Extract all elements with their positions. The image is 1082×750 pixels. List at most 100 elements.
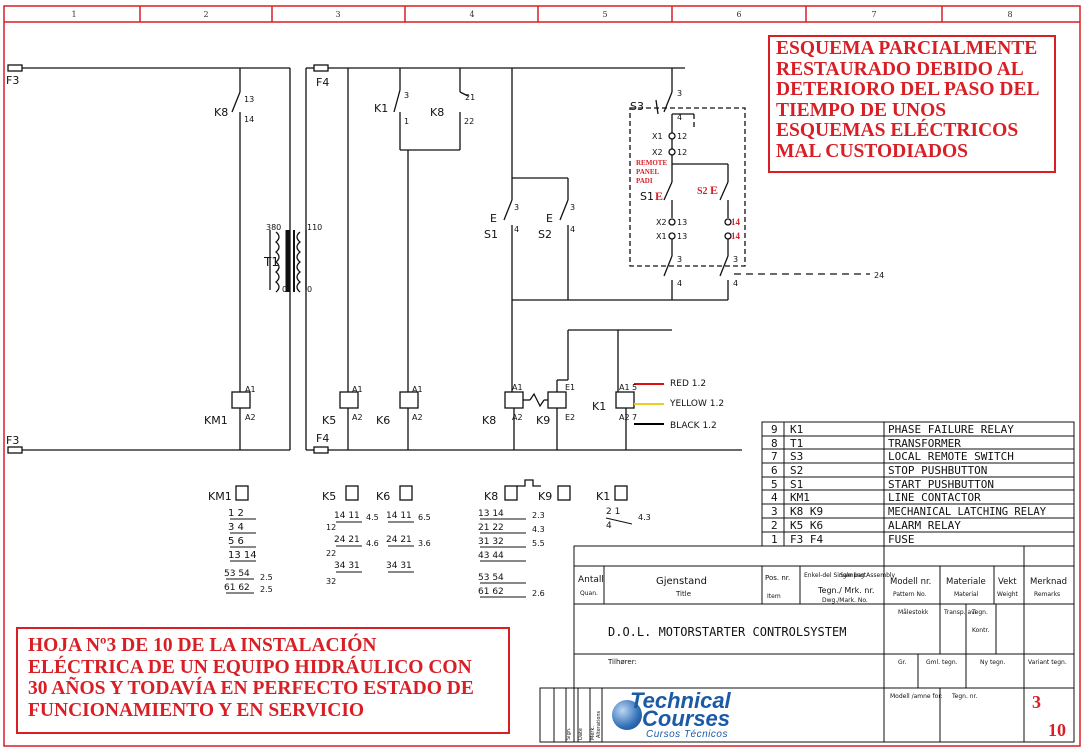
parts-row-9-pos: 9 [771,423,778,436]
label-x1-12-n: 12 [677,132,687,141]
summary-k5-1: 14 11 [334,511,360,521]
summary-km1-s1: 2.5 [260,573,273,582]
summary-k8-2: 21 22 [478,523,504,533]
parts-row-4-pos: 4 [771,491,778,504]
summary-k8-s2: 4.3 [532,525,545,534]
summary-k5-s1: 4.5 [366,513,379,522]
summary-km1-5: 53 54 [224,569,250,579]
parts-row-9-item: K1 [790,423,803,436]
sheet-total: 10 [1048,720,1066,740]
label-s3-out-3a: 3 [677,255,682,264]
parts-row-8-pos: 8 [771,437,778,450]
tb-tilhorer: Tilhører: [607,658,637,666]
summary-k8-5: 53 54 [478,573,504,583]
label-f4-top: F4 [316,76,329,89]
coil-k5 [339,391,359,409]
label-k1c-7: 7 [632,413,637,422]
column-4: 4 [469,10,474,19]
label-s2-3: 3 [570,203,575,212]
label-24: 24 [874,271,884,280]
logo-line-2: Courses [642,706,731,731]
summary-km1: KM1 [208,490,232,503]
label-km1-a2: A2 [245,413,256,422]
column-5: 5 [602,10,607,19]
summary-k6-1: 14 11 [386,511,412,521]
label-s3-4: 4 [677,113,682,122]
note-bottom-line-1: HOJA Nº3 DE 10 DE LA INSTALACIÓN [28,635,377,656]
parts-row-4-title: LINE CONTACTOR [888,491,981,504]
coil-k6 [399,391,419,409]
label-s1-remote-e: E [655,189,663,203]
label-f4-bottom: F4 [316,432,329,445]
label-km1: KM1 [204,414,228,427]
label-k8c-a2: A2 [512,413,523,422]
label-s3-3: 3 [677,89,682,98]
summary-k8-4: 43 44 [478,551,504,561]
tb-ny: Ny tegn. [980,659,1006,666]
sheet-number: 3 [1032,692,1041,712]
summary-k5-s3: 12 [326,523,336,532]
label-k9: K9 [536,414,550,427]
restoration-note: ESQUEMA PARCIALMENTE RESTAURADO DEBIDO A… [768,35,1056,173]
parts-row-7-pos: 7 [771,450,778,463]
summary-km1-4: 13 14 [228,550,257,561]
right-supply [305,64,870,454]
label-x1-12: X1 [652,132,663,141]
label-s2-4: 4 [570,225,575,234]
coil-k9 [547,391,567,409]
tb-kontr: Kontr. [972,627,989,634]
parts-row-7-title: LOCAL REMOTE SWITCH [888,450,1014,463]
parts-row-7-item: S3 [790,450,803,463]
summary-k8-3: 31 32 [478,537,504,547]
label-s2-e: E [546,212,553,225]
label-s3: S3 [630,100,644,113]
label-k5: K5 [322,414,336,427]
label-s2-remote-14b: 14 [731,231,741,241]
globe-icon [612,700,642,730]
note-top-line-2: RESTAURADO DEBIDO AL [776,58,1024,80]
tb-merknad: Merknad [1030,577,1067,587]
summary-k1: K1 [596,490,610,503]
label-k6-a1: A1 [412,385,423,394]
tb-quan: Quan. [580,590,598,597]
technical-courses-logo: Technical Courses Cursos Técnicos [612,690,770,742]
label-k1-3: 3 [404,91,409,100]
parts-row-6-pos: 6 [771,464,778,477]
column-3: 3 [335,10,340,19]
summary-k1-s1: 4.3 [638,513,651,522]
summary-km1-1: 1 2 [228,508,244,519]
fuse-f3-top [7,64,23,72]
label-s2-remote-14a: 14 [731,217,741,227]
parts-row-5-title: START PUSHBUTTON [888,478,994,491]
label-x2-13-n: 13 [677,218,687,227]
fuse-f3-bottom [7,446,23,454]
label-x1-13: X1 [656,232,667,241]
tb-alter: Alterations [596,710,602,738]
tb-modell-amne: Modell /amne for: [890,693,943,700]
tb-pattern: Pattern No. [893,591,927,598]
parts-row-5-item: S1 [790,478,803,491]
label-k8b-22: 22 [464,117,474,126]
tb-weight: Weight [997,591,1019,598]
tb-tegn2: Tegn. [971,609,988,616]
label-k1c: K1 [592,400,606,413]
summary-k6-2: 24 21 [386,535,412,545]
tb-dwg: Dwg./Mark. No. [822,597,868,604]
label-x2-12-n: 12 [677,148,687,157]
parts-row-3-item: K8 K9 [790,505,823,518]
label-k8c: K8 [482,414,496,427]
note-top-line-5: ESQUEMAS ELÉCTRICOS [776,120,1019,141]
summary-k8-1: 13 14 [478,509,504,519]
label-remote-3: PADI [636,177,653,185]
summary-k8-6: 61 62 [478,587,504,597]
column-6: 6 [736,10,741,19]
label-k1c-5: 5 [632,383,637,392]
tb-sign: Sign. [566,727,572,740]
label-k6-a2: A2 [412,413,423,422]
label-wire-red: RED 1.2 [670,379,706,389]
coil-k1 [615,391,635,409]
label-t1-380: 380 [266,223,281,232]
parts-row-2-item: K5 K6 [790,519,823,532]
outer-frame [3,5,1081,747]
label-k8b-21: 21 [465,93,475,102]
